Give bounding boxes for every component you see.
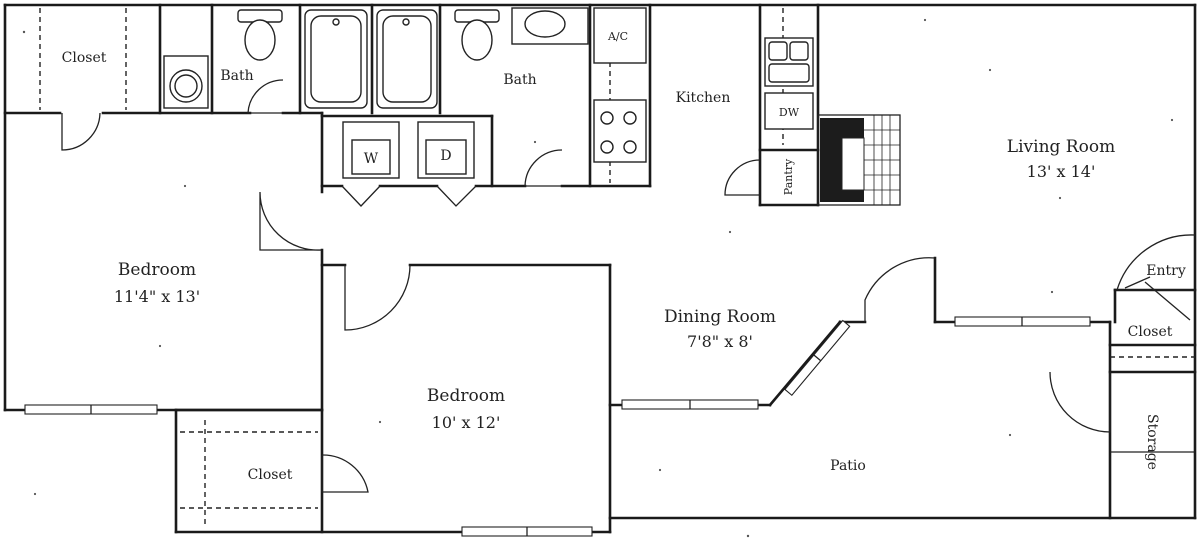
entry-label: Entry — [1146, 263, 1186, 279]
dryer-label: D — [440, 148, 451, 164]
kitchen-label: Kitchen — [676, 90, 731, 106]
dining-room-dimensions: 7'8" x 8' — [687, 332, 753, 351]
bedroom-left-label: Bedroom — [118, 260, 196, 280]
ac-label: A/C — [607, 30, 628, 43]
bath-left-label: Bath — [220, 68, 253, 84]
storage-label: Storage — [1144, 414, 1160, 470]
fixtures — [163, 7, 1195, 453]
bedroom-center-dimensions: 10' x 12' — [432, 413, 501, 432]
closet-top-left-label: Closet — [62, 50, 107, 66]
room-labels: Closet Bath Bath A/C Kitchen DW Pantry W… — [62, 30, 1186, 483]
dining-room-label: Dining Room — [664, 307, 776, 327]
patio-label: Patio — [830, 458, 866, 474]
washer-label: W — [364, 151, 379, 167]
dishwasher-label: DW — [779, 106, 800, 119]
bath-right-label: Bath — [503, 72, 536, 88]
bedroom-left-dimensions: 11'4" x 13' — [114, 287, 200, 306]
bedroom-center-label: Bedroom — [427, 386, 505, 406]
closet-bottom-label: Closet — [248, 467, 293, 483]
windows — [24, 316, 1091, 537]
closet-entry-label: Closet — [1128, 324, 1173, 340]
living-room-label: Living Room — [1007, 137, 1115, 157]
doors — [61, 79, 1196, 493]
pantry-label: Pantry — [782, 158, 795, 195]
scan-specks — [22, 18, 1174, 538]
living-room-dimensions: 13' x 14' — [1027, 162, 1096, 181]
